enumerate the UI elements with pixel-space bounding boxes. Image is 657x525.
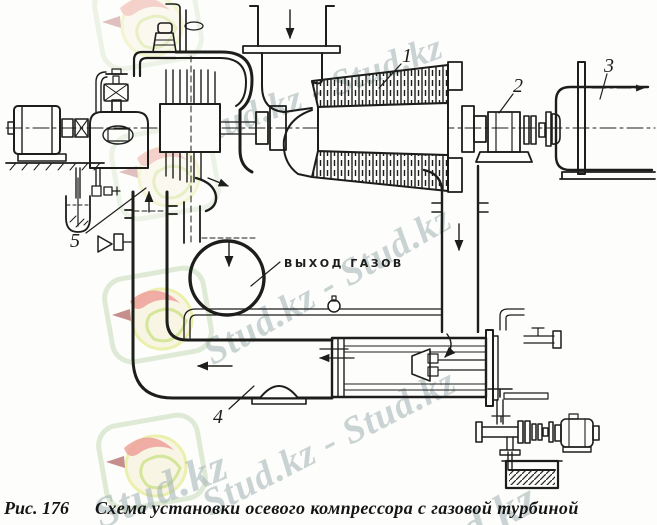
fuel-nozzle xyxy=(411,348,431,382)
exhaust-outlet xyxy=(183,177,266,317)
figure-caption: Рис. 176 Схема установки осевого компрес… xyxy=(0,498,657,519)
axial-compressor xyxy=(219,61,487,193)
bleed-pipe xyxy=(183,295,443,339)
fuel-pump-motor xyxy=(554,413,600,453)
starting-motor xyxy=(5,105,105,171)
compressor-blades-top xyxy=(311,64,449,108)
drain-funnel xyxy=(97,235,113,253)
gas-turbine-casing xyxy=(132,50,254,213)
main-gas-duct xyxy=(124,190,334,405)
part-label-2: 2 xyxy=(513,75,523,97)
label-leaders xyxy=(85,63,608,410)
turbine-bearing-housing xyxy=(89,111,149,169)
oil-system xyxy=(65,167,132,253)
fuel-system xyxy=(475,388,600,490)
compressor-rotor-drum xyxy=(317,102,449,156)
fuel-pump xyxy=(475,415,531,456)
duct-flange xyxy=(124,205,178,219)
part-label-3: 3 xyxy=(603,55,614,77)
turbine-compressor-coupling xyxy=(219,105,287,151)
part-label-5: 5 xyxy=(70,230,80,252)
motor-coupling xyxy=(61,118,89,138)
generator-flange-plate xyxy=(577,61,586,175)
turbine-top-valve xyxy=(152,22,177,53)
part-label-1: 1 xyxy=(402,45,412,67)
flow-left-arrows xyxy=(320,349,355,358)
bearing-pedestal xyxy=(475,111,533,163)
igniter-pipe xyxy=(499,308,525,331)
exhaust-outlet-label: ВЫХОД ГАЗОВ xyxy=(284,257,404,270)
turbine-blade-rows xyxy=(165,69,216,183)
air-inlet-duct xyxy=(242,5,341,178)
figure-number: Рис. 176 xyxy=(4,498,69,518)
top-fitting xyxy=(552,330,562,349)
chamber-liner xyxy=(343,345,487,391)
gas-turbine-compressor-schematic: ВЫХОД ГАЗОВ 1 2 3 4 5 xyxy=(5,3,656,490)
valve-handwheel xyxy=(184,21,204,31)
fuel-tank xyxy=(501,451,563,490)
pump-coupling xyxy=(531,421,554,443)
coupling-discs xyxy=(523,111,552,147)
part-label-4: 4 xyxy=(213,406,223,428)
exhaust-outlet-circle xyxy=(188,239,266,317)
fuel-in-arrow xyxy=(444,333,456,358)
oil-sight-glass xyxy=(102,125,134,145)
gas-supply-pipe xyxy=(165,3,204,53)
governor-valve xyxy=(95,68,129,113)
governor-oil-pipe xyxy=(95,71,108,113)
fuel-standpipe xyxy=(496,399,504,425)
exhaust-label-leader xyxy=(250,261,281,287)
compressor-rear-end xyxy=(447,61,487,193)
bleed-valve xyxy=(327,299,341,313)
generator xyxy=(551,61,656,180)
suction-pipe xyxy=(507,451,513,471)
turbine-rotor-block xyxy=(159,103,221,153)
ground-hatch xyxy=(9,162,101,171)
generator-base xyxy=(559,171,656,180)
fuel-liquid xyxy=(509,470,555,485)
combustion-chamber xyxy=(320,308,562,407)
pipe-flange xyxy=(431,202,489,213)
fuel-valve-handle xyxy=(487,388,513,398)
oil-cup xyxy=(65,195,91,233)
figure-caption-text: Схема установки осевого компрессора с га… xyxy=(95,498,579,518)
discharge-pipe xyxy=(422,164,489,334)
duct-support-dome xyxy=(259,385,299,399)
